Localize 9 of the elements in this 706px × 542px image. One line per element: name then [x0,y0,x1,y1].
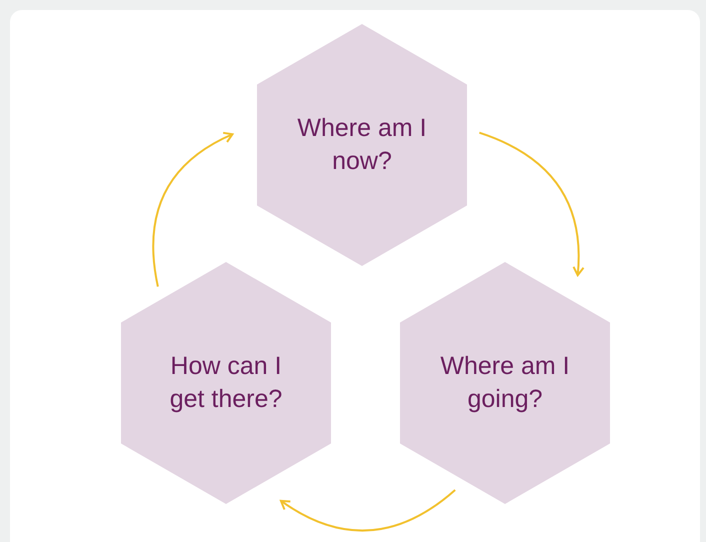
hexagon-label: How can I get there? [168,351,284,415]
curved-arrow [152,132,234,287]
curved-arrow [479,132,584,276]
hexagon-label: Where am I now? [297,113,427,177]
hexagon-label: Where am I going? [440,351,570,415]
hexagon [121,262,331,504]
hexagon [257,24,467,266]
curved-arrow [280,489,456,532]
hexagon [400,262,610,504]
